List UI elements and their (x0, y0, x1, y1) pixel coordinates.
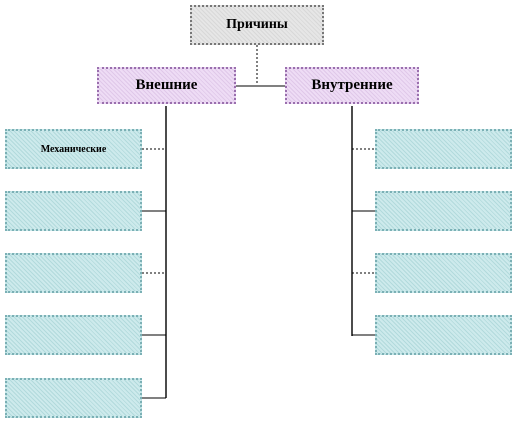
leaf-node-external-4 (5, 315, 142, 355)
leaf-node-external-1: Механические (5, 129, 142, 169)
leaf-node-external-5 (5, 378, 142, 418)
leaf-node-external-3 (5, 253, 142, 293)
leaf-node-internal-4 (375, 315, 512, 355)
category-node-internal: Внутренние (285, 67, 419, 104)
leaf-node-internal-1 (375, 129, 512, 169)
category-node-external: Внешние (97, 67, 236, 104)
leaf-node-internal-3 (375, 253, 512, 293)
category-label-external: Внешние (135, 77, 198, 93)
leaf-label: Механические (40, 143, 107, 155)
root-node-label: Причины (226, 17, 288, 32)
root-node: Причины (190, 5, 324, 45)
category-label-internal: Внутренние (311, 77, 393, 93)
leaf-node-external-2 (5, 191, 142, 231)
leaf-node-internal-2 (375, 191, 512, 231)
